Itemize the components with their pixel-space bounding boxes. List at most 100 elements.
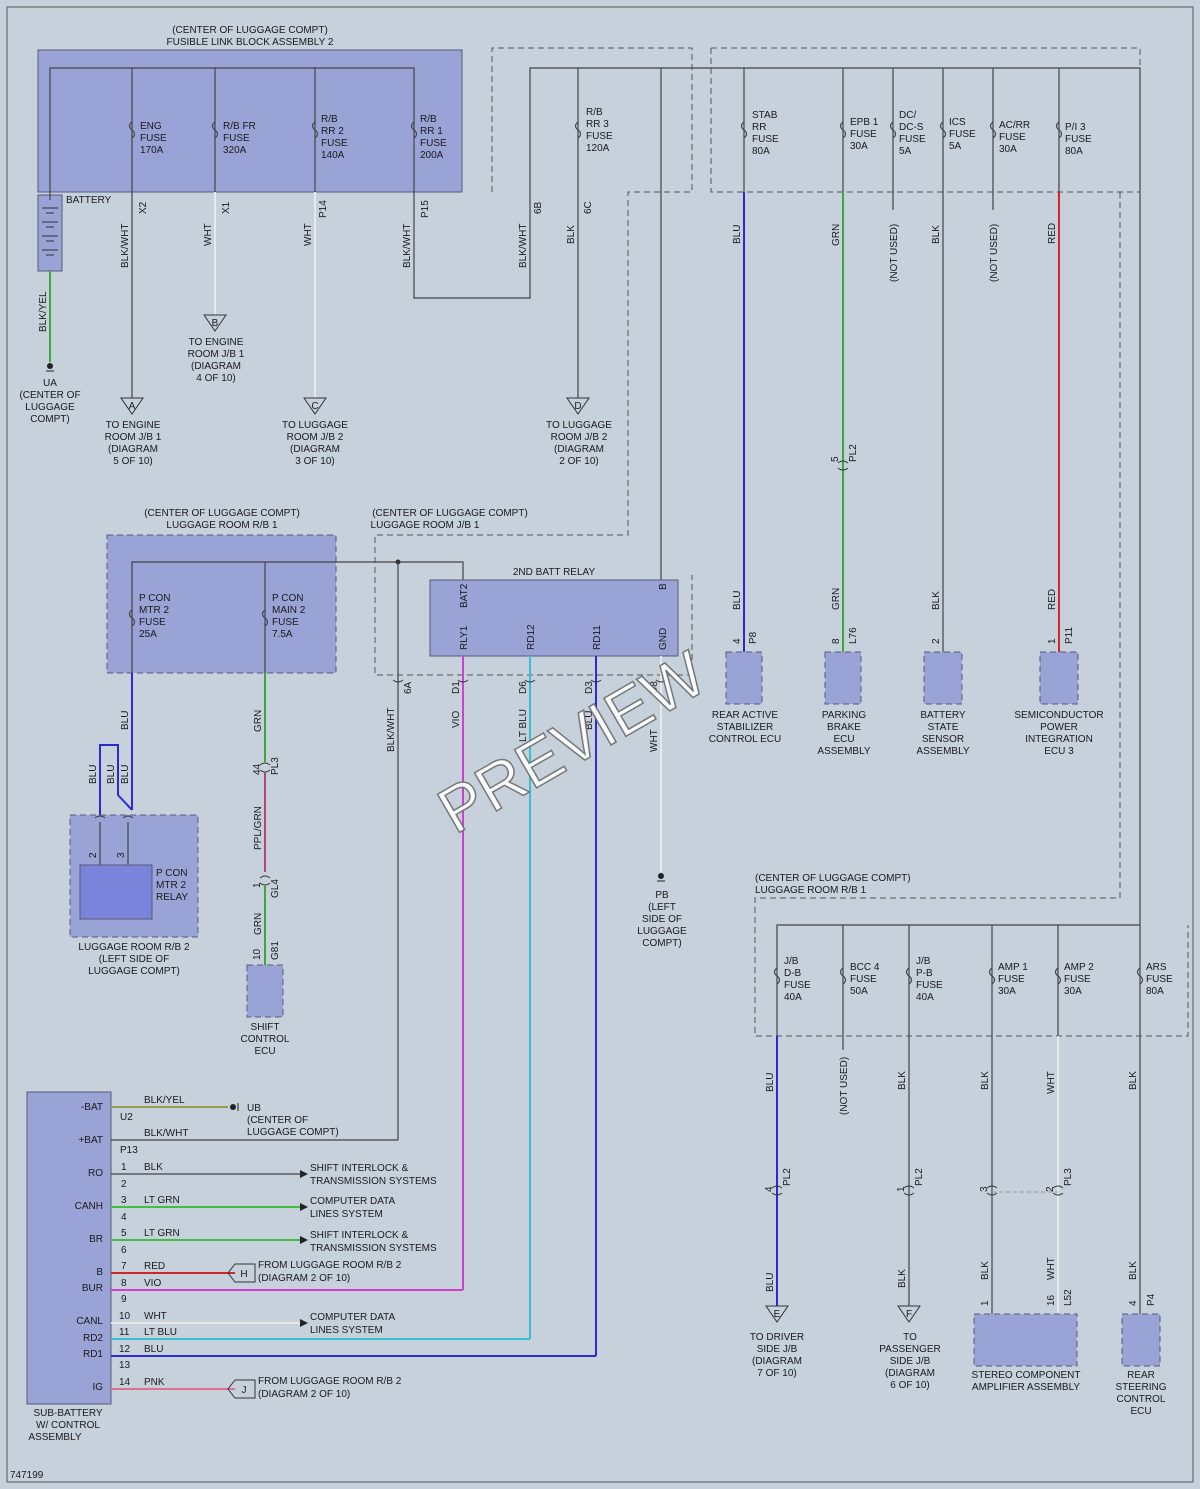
svg-text:WHT: WHT (1046, 1257, 1057, 1280)
svg-text:ECU: ECU (1130, 1406, 1151, 1417)
svg-text:TO LUGGAGE: TO LUGGAGE (282, 420, 348, 431)
svg-text:PASSENGER: PASSENGER (879, 1344, 941, 1355)
svg-text:320A: 320A (223, 145, 247, 156)
svg-text:UB: UB (247, 1103, 261, 1114)
svg-text:30A: 30A (999, 144, 1017, 155)
svg-text:STATE: STATE (928, 722, 959, 733)
svg-text:D-B: D-B (784, 968, 802, 979)
svg-text:P11: P11 (1064, 627, 1075, 644)
svg-text:L76: L76 (848, 627, 859, 644)
svg-text:PL2: PL2 (914, 1168, 925, 1186)
svg-text:X2: X2 (138, 201, 149, 214)
svg-text:PB: PB (655, 890, 669, 901)
svg-text:3 OF 10): 3 OF 10) (295, 456, 334, 467)
svg-text:D6: D6 (518, 681, 529, 694)
svg-text:FUSE: FUSE (139, 617, 166, 628)
svg-text:FROM LUGGAGE ROOM R/B 2: FROM LUGGAGE ROOM R/B 2 (258, 1376, 402, 1387)
svg-text:ROOM J/B 2: ROOM J/B 2 (287, 432, 344, 443)
svg-text:2ND BATT RELAY: 2ND BATT RELAY (513, 567, 596, 578)
svg-text:1: 1 (896, 1186, 907, 1192)
svg-text:BLK: BLK (980, 1261, 991, 1280)
svg-text:SENSOR: SENSOR (922, 734, 964, 745)
connector-d: D TO LUGGAGE ROOM J/B 2 (DIAGRAM 2 OF 10… (546, 397, 612, 467)
svg-text:P/I 3: P/I 3 (1065, 122, 1086, 133)
svg-text:P13: P13 (120, 1145, 138, 1156)
svg-text:14: 14 (119, 1377, 131, 1388)
svg-text:FUSE: FUSE (140, 133, 167, 144)
svg-text:BLU: BLU (732, 591, 743, 610)
svg-text:1: 1 (1047, 638, 1058, 644)
svg-text:4: 4 (121, 1212, 127, 1223)
svg-text:44: 44 (252, 763, 263, 775)
svg-text:2: 2 (931, 638, 942, 644)
svg-text:BLK/WHT: BLK/WHT (386, 708, 397, 752)
svg-text:30A: 30A (998, 986, 1016, 997)
svg-text:2 OF 10): 2 OF 10) (559, 456, 598, 467)
svg-text:6A: 6A (403, 681, 414, 694)
svg-text:RED: RED (144, 1261, 165, 1272)
svg-text:RO: RO (88, 1168, 103, 1179)
svg-text:POWER: POWER (1040, 722, 1078, 733)
svg-text:2: 2 (121, 1179, 127, 1190)
svg-text:WHT: WHT (1046, 1071, 1057, 1094)
svg-text:LUGGAGE: LUGGAGE (25, 402, 75, 413)
svg-text:REAR ACTIVE: REAR ACTIVE (712, 710, 778, 721)
svg-text:BLK: BLK (897, 1071, 908, 1090)
svg-text:A: A (129, 401, 136, 412)
svg-text:(CENTER OF: (CENTER OF (19, 390, 80, 401)
svg-text:RLY1: RLY1 (459, 625, 470, 650)
svg-text:PL2: PL2 (782, 1168, 793, 1186)
svg-text:30A: 30A (850, 141, 868, 152)
svg-text:GL4: GL4 (270, 879, 281, 898)
svg-text:PL3: PL3 (1063, 1168, 1074, 1186)
svg-text:8: 8 (121, 1278, 127, 1289)
svg-text:(CENTER OF LUGGAGE COMPT): (CENTER OF LUGGAGE COMPT) (172, 25, 328, 36)
svg-text:3: 3 (121, 1195, 127, 1206)
svg-text:LUGGAGE ROOM R/B 1: LUGGAGE ROOM R/B 1 (755, 885, 867, 896)
svg-text:PARKING: PARKING (822, 710, 866, 721)
svg-text:6: 6 (121, 1245, 127, 1256)
svg-text:P4: P4 (1146, 1293, 1157, 1306)
svg-text:DC-S: DC-S (899, 122, 924, 133)
svg-text:FROM LUGGAGE ROOM R/B 2: FROM LUGGAGE ROOM R/B 2 (258, 1260, 402, 1271)
svg-text:ROOM J/B 1: ROOM J/B 1 (105, 432, 162, 443)
svg-text:RD12: RD12 (526, 624, 537, 650)
svg-text:RD1: RD1 (83, 1349, 103, 1360)
svg-text:2: 2 (1045, 1186, 1056, 1192)
svg-text:W/ CONTROL: W/ CONTROL (36, 1420, 100, 1431)
svg-text:REAR: REAR (1127, 1370, 1155, 1381)
svg-text:SEMICONDUCTOR: SEMICONDUCTOR (1014, 710, 1103, 721)
svg-text:TO: TO (903, 1332, 917, 1343)
svg-text:5A: 5A (899, 146, 912, 157)
svg-text:FUSE: FUSE (850, 974, 877, 985)
svg-text:ARS: ARS (1146, 962, 1167, 973)
svg-text:D: D (574, 401, 581, 412)
svg-text:BLK/YEL: BLK/YEL (144, 1095, 185, 1106)
svg-text:LUGGAGE ROOM R/B 1: LUGGAGE ROOM R/B 1 (166, 520, 278, 531)
svg-text:BAT2: BAT2 (459, 583, 470, 608)
svg-text:BLK: BLK (980, 1071, 991, 1090)
svg-text:PL2: PL2 (848, 444, 859, 462)
svg-text:TRANSMISSION SYSTEMS: TRANSMISSION SYSTEMS (310, 1243, 437, 1254)
svg-text:FUSE: FUSE (420, 138, 447, 149)
svg-text:(DIAGRAM: (DIAGRAM (554, 444, 604, 455)
svg-text:(LEFT SIDE OF: (LEFT SIDE OF (99, 954, 169, 965)
svg-text:STEERING: STEERING (1115, 1382, 1166, 1393)
svg-text:RD2: RD2 (83, 1333, 103, 1344)
svg-text:FUSE: FUSE (998, 974, 1025, 985)
svg-text:ECU: ECU (254, 1046, 275, 1057)
sub-battery-assembly: -BAT +BAT RO CANH BR B BUR CANL RD2 RD1 … (26, 1091, 112, 1443)
svg-text:VIO: VIO (451, 711, 462, 728)
svg-text:BLU: BLU (88, 765, 99, 784)
semiconductor-power-ecu: 1 P11 SEMICONDUCTOR POWER INTEGRATION EC… (1014, 627, 1103, 757)
svg-text:LT GRN: LT GRN (144, 1195, 180, 1206)
svg-text:LUGGAGE COMPT): LUGGAGE COMPT) (247, 1127, 339, 1138)
svg-text:FUSE: FUSE (999, 132, 1026, 143)
svg-text:BRAKE: BRAKE (827, 722, 861, 733)
svg-text:RD11: RD11 (592, 625, 603, 650)
svg-text:12: 12 (119, 1344, 131, 1355)
svg-text:VIO: VIO (144, 1278, 161, 1289)
connector-b: B TO ENGINE ROOM J/B 1 (DIAGRAM 4 OF 10) (188, 314, 245, 384)
svg-text:RELAY: RELAY (156, 892, 188, 903)
battery-state-sensor: 2 BATTERY STATE SENSOR ASSEMBLY (916, 638, 969, 757)
